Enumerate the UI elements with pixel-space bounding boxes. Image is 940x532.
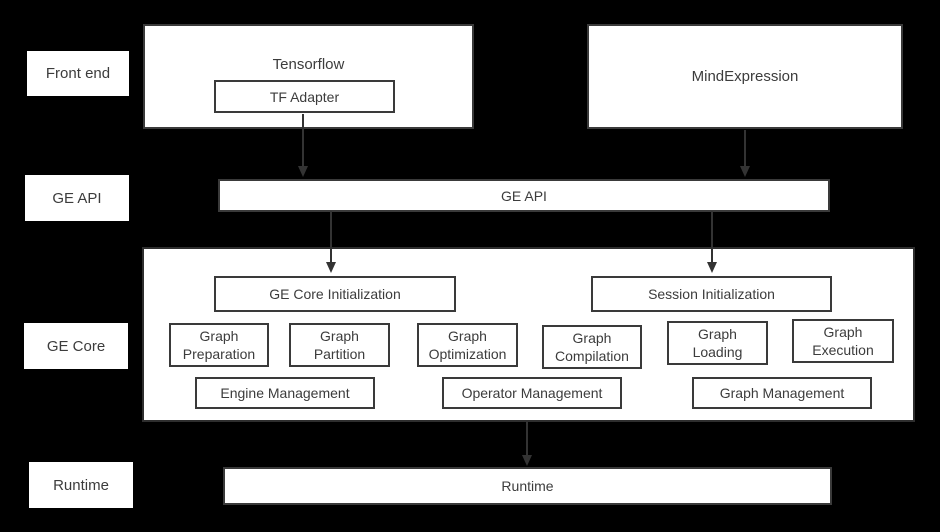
arrow-ge-api-to-session-init bbox=[707, 211, 717, 273]
module-graph-execution: Graph Execution bbox=[792, 319, 894, 363]
module-graph-compilation: Graph Compilation bbox=[542, 325, 642, 369]
arrow-tf-adapter-to-ge-api bbox=[298, 114, 308, 177]
graph-management-box: Graph Management bbox=[692, 377, 872, 409]
side-label-front-end: Front end bbox=[27, 51, 129, 96]
module-graph-loading: Graph Loading bbox=[667, 321, 768, 365]
tensorflow-box: Tensorflow TF Adapter bbox=[143, 24, 474, 129]
module-graph-partition: Graph Partition bbox=[289, 323, 390, 367]
module-graph-preparation: Graph Preparation bbox=[169, 323, 269, 367]
ge-core-box: GE Core Initialization Session Initializ… bbox=[142, 247, 915, 422]
arrow-ge-core-to-runtime bbox=[522, 422, 532, 466]
ge-api-bar: GE API bbox=[218, 179, 830, 212]
arrow-shaft bbox=[330, 211, 332, 264]
runtime-bar: Runtime bbox=[223, 467, 832, 505]
arrow-down-icon bbox=[298, 166, 308, 177]
session-initialization-box: Session Initialization bbox=[591, 276, 832, 312]
arrow-down-icon bbox=[740, 166, 750, 177]
arrow-ge-api-to-ge-core-init bbox=[326, 211, 336, 273]
engine-management-box: Engine Management bbox=[195, 377, 375, 409]
operator-management-box: Operator Management bbox=[442, 377, 622, 409]
module-graph-optimization: Graph Optimization bbox=[417, 323, 518, 367]
arrow-shaft bbox=[744, 130, 746, 168]
side-label-ge-api: GE API bbox=[25, 175, 129, 221]
tf-adapter-box: TF Adapter bbox=[214, 80, 395, 113]
mindexpression-box: MindExpression bbox=[587, 24, 903, 129]
arrow-down-icon bbox=[326, 262, 336, 273]
arrow-shaft bbox=[302, 114, 304, 168]
side-label-ge-core: GE Core bbox=[24, 323, 128, 369]
side-label-runtime: Runtime bbox=[29, 462, 133, 508]
tensorflow-label: Tensorflow bbox=[272, 56, 345, 73]
arrow-down-icon bbox=[707, 262, 717, 273]
arrow-shaft bbox=[711, 211, 713, 264]
arrow-shaft bbox=[526, 422, 528, 457]
arrow-mindexpression-to-ge-api bbox=[740, 130, 750, 177]
ge-core-initialization-box: GE Core Initialization bbox=[214, 276, 456, 312]
arrow-down-icon bbox=[522, 455, 532, 466]
